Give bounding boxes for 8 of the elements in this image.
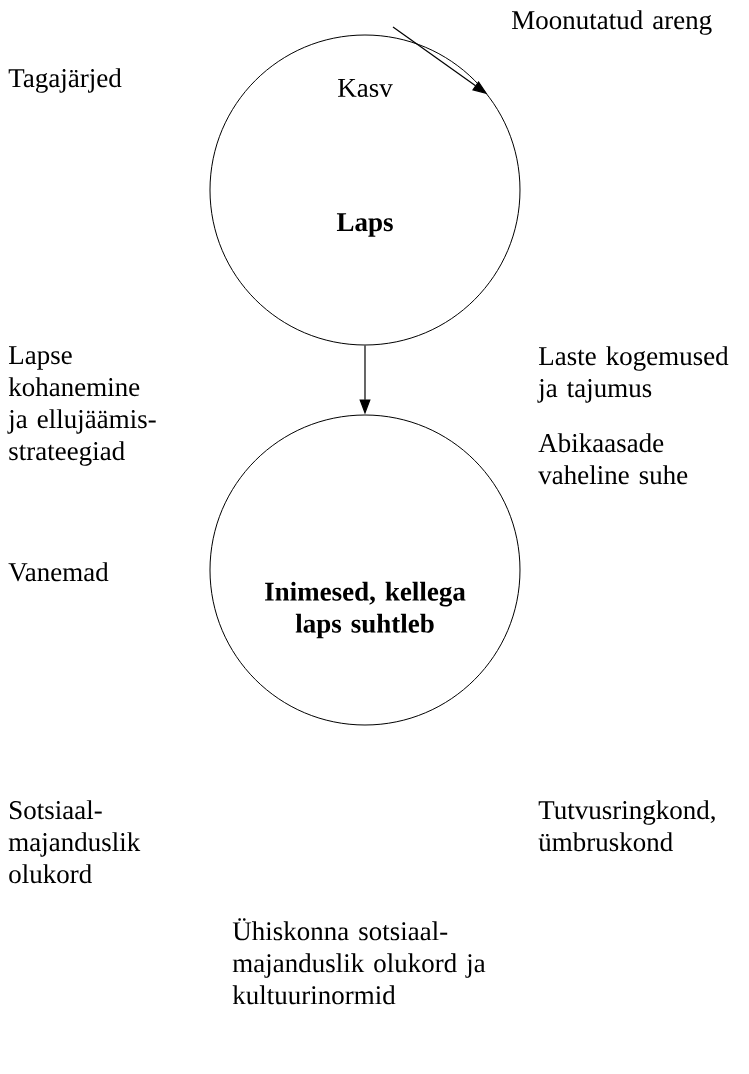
- text-label: Ühiskonna sotsiaal-majanduslik olukord ja kultuurinormid: [232, 918, 486, 1005]
- text-label: Tagajärjed: [8, 68, 122, 93]
- text-label: Sotsiaal-majanduslik olukord: [8, 800, 141, 884]
- text-label: Lapse kohanemine ja ellujäämis-strateegiad: [7, 346, 156, 466]
- text-label: Laste kogemused ja tajumus: [537, 346, 729, 403]
- text-label: Vanemad: [8, 562, 109, 582]
- text-label: Moonutatud areng: [512, 10, 712, 35]
- text-label: Tutvusringkond, ümbruskond: [538, 800, 715, 852]
